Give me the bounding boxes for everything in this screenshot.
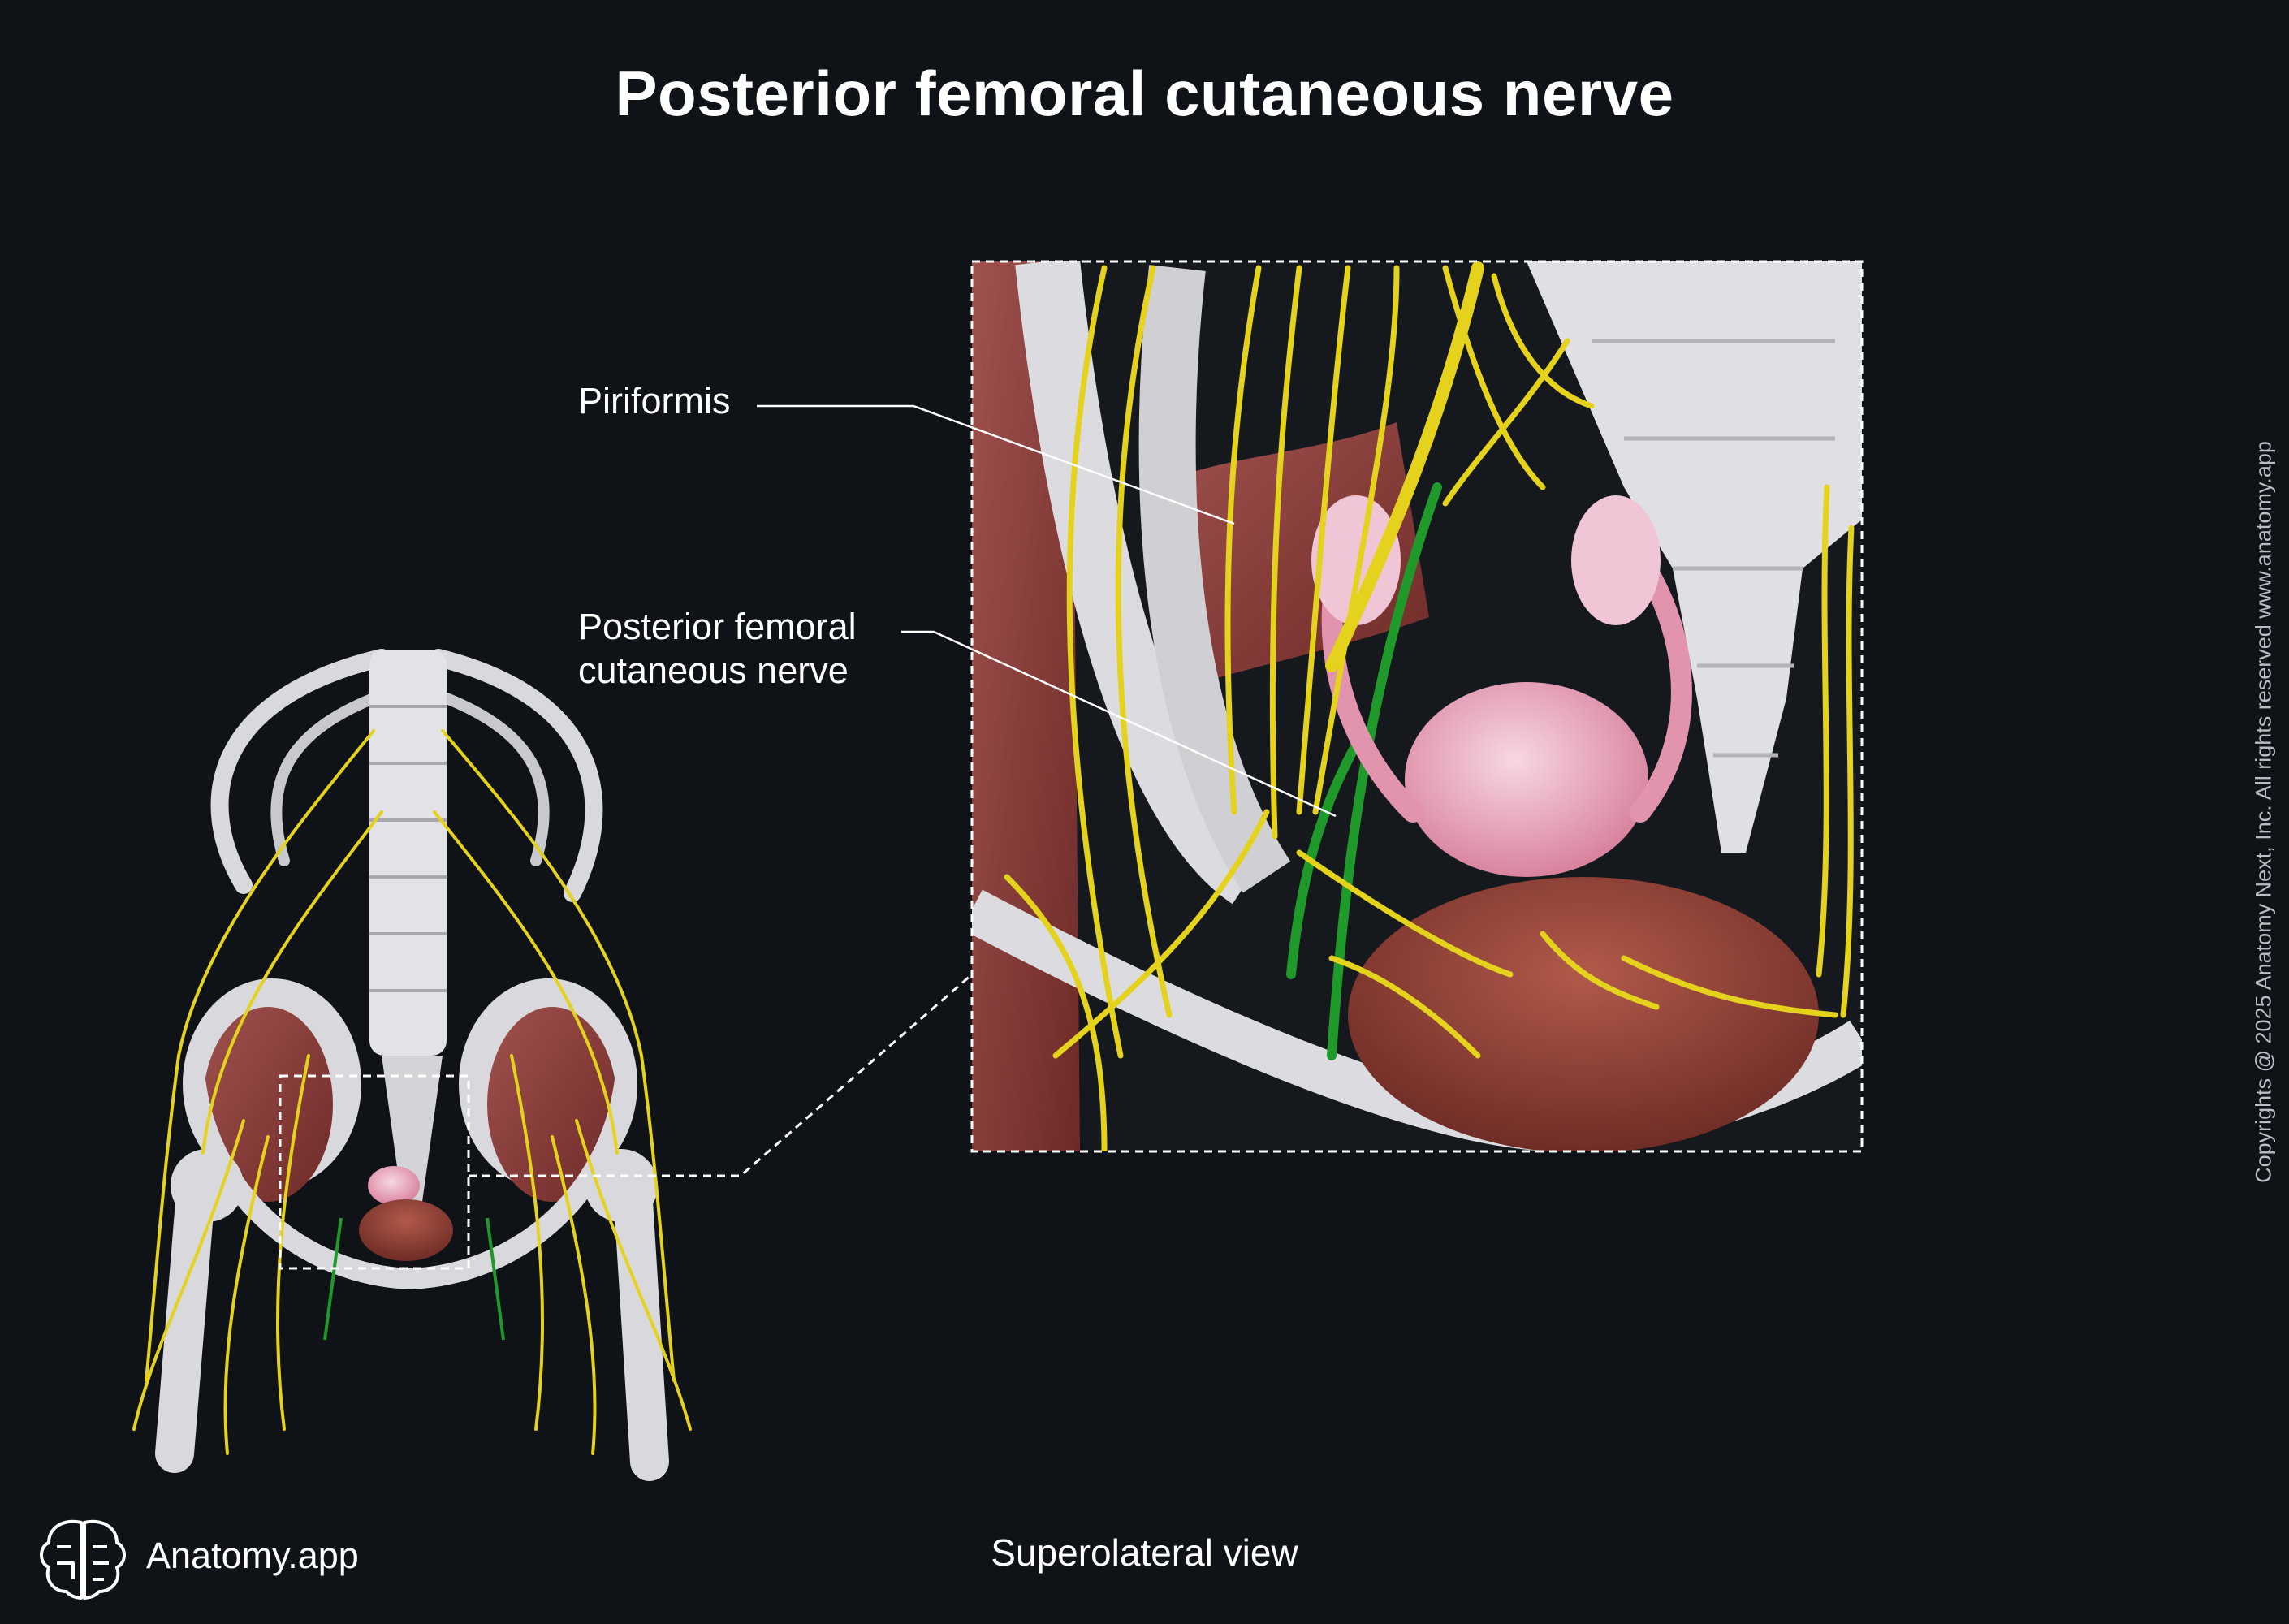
brain-logo-icon (40, 1519, 126, 1600)
label-pfcn-line1: Posterior femoral (578, 606, 857, 647)
label-pfcn-line2: cutaneous nerve (578, 650, 849, 691)
overview-illustration (132, 649, 692, 1481)
overview-zoom-box (279, 1074, 470, 1270)
zoom-inset (972, 261, 1862, 1151)
view-label: Superolateral view (991, 1531, 1298, 1574)
copyright-notice: Copyrights @ 2025 Anatomy Next, Inc. All… (2251, 441, 2276, 1183)
page-title: Posterior femoral cutaneous nerve (615, 58, 1674, 129)
piriformis-leader-line (757, 404, 1235, 525)
label-piriformis: Piriformis (578, 380, 731, 421)
pfcn-leader-line (901, 630, 1337, 818)
zoom-inset-border (970, 260, 1864, 1153)
zoom-connector-line (469, 973, 973, 1177)
brand-name: Anatomy.app (146, 1535, 359, 1576)
